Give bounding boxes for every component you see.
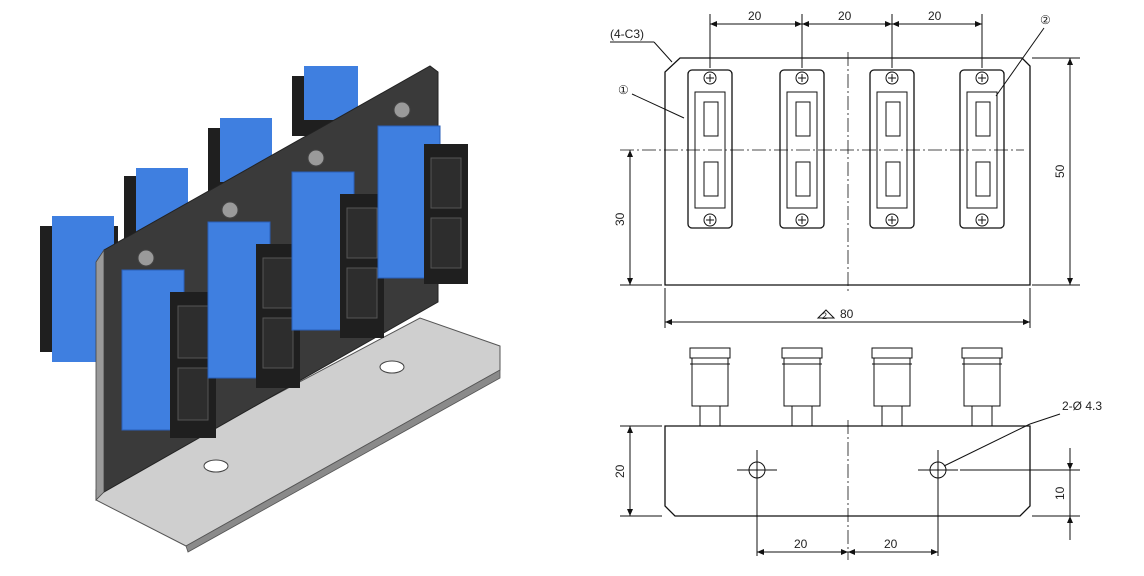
hole-pitch-dimension: 20 20	[757, 537, 938, 555]
height-total-label: 50	[1053, 164, 1067, 178]
mounting-hole-right	[918, 450, 958, 556]
balloon-1-callout: ①	[618, 83, 685, 119]
hole-height-label: 10	[1053, 486, 1067, 500]
drawing-adapter-4	[959, 69, 1005, 229]
mounting-hole-left	[737, 450, 777, 556]
width-total-dimension: 2 80	[664, 288, 1031, 328]
base-flange-edge	[185, 369, 501, 553]
height-center-dimension: 30	[613, 150, 662, 286]
front-adapter-4	[377, 101, 468, 284]
revision-mark: 2	[822, 311, 827, 321]
plate-outline	[664, 57, 1031, 286]
vertical-plate-edge	[95, 248, 105, 501]
hole-note: 2-Ø 4.3	[1062, 399, 1102, 413]
width-total-label: 80	[840, 307, 854, 321]
pitch-dimensions: 20 20 20	[709, 9, 983, 68]
drawing-adapter-1	[687, 69, 733, 229]
pitch-label-2: 20	[838, 9, 852, 23]
drawing-adapter-2	[779, 69, 825, 229]
height-center-label: 30	[613, 212, 627, 226]
base-hole-right	[379, 360, 405, 374]
base-hole-left	[203, 459, 229, 473]
hole-pitch-label-1: 20	[794, 537, 808, 551]
bottom-view: 2-Ø 4.3 20 10 20 20	[613, 347, 1102, 560]
bottom-view-adapters	[689, 347, 1003, 427]
bottom-plate-outline	[664, 425, 1031, 517]
pitch-label-1: 20	[748, 9, 762, 23]
balloon-1: ①	[618, 83, 629, 97]
balloon-2: ②	[1040, 13, 1051, 27]
pitch-label-3: 20	[928, 9, 942, 23]
side-height-dimension: 20	[613, 425, 662, 517]
hole-pitch-label-2: 20	[884, 537, 898, 551]
balloon-2-callout: ②	[995, 13, 1051, 97]
front-adapter-3	[291, 149, 384, 338]
isometric-render	[40, 65, 501, 553]
hole-callout: 2-Ø 4.3	[943, 399, 1102, 467]
side-height-label: 20	[613, 464, 627, 478]
chamfer-note: (4-C3)	[610, 27, 644, 41]
height-total-dimension: 50	[1032, 57, 1080, 286]
chamfer-callout: (4-C3)	[610, 27, 673, 63]
front-view: 20 20 20 (4-C3) ① ② 50	[610, 9, 1080, 328]
drawing-adapter-3	[869, 69, 915, 229]
hole-height-dimension: 10	[960, 448, 1080, 540]
